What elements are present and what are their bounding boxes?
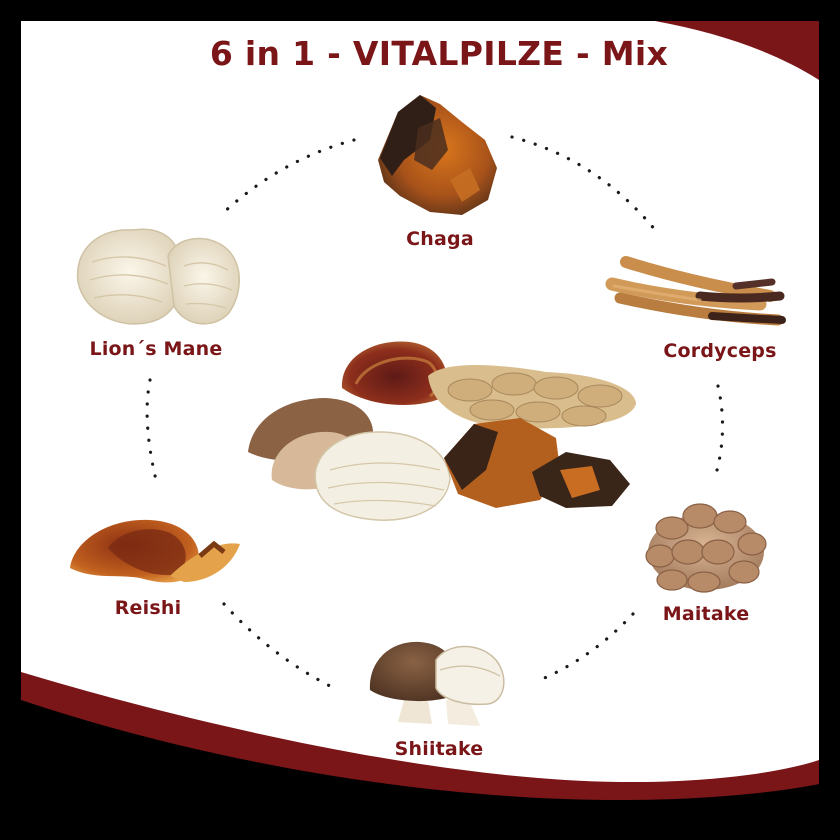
mushroom-label-cordyceps: Cordyceps: [663, 340, 777, 362]
reishi-mushroom-icon: [70, 519, 240, 583]
dotted-ring-segment: [220, 138, 356, 216]
mushroom-mix-icon: [248, 341, 636, 521]
mushroom-label-maitake: Maitake: [662, 603, 750, 625]
mushroom-label-chaga: Chaga: [406, 228, 474, 250]
mushroom-label-reishi: Reishi: [114, 597, 182, 619]
mushroom-label-lions-mane: Lion´s Mane: [89, 338, 223, 360]
chaga-mushroom-icon: [378, 95, 497, 215]
dotted-ring-segment: [510, 135, 662, 238]
bottom-black-band: [21, 700, 819, 819]
maitake-mushroom-icon: [645, 503, 767, 593]
page-title: 6 in 1 - VITALPILZE - Mix: [209, 34, 669, 73]
top-right-accent-band: [655, 21, 819, 80]
mushroom-label-shiitake: Shiitake: [394, 738, 484, 760]
lions-mane-mushroom-icon: [76, 228, 240, 325]
shiitake-mushroom-icon: [369, 641, 505, 726]
dotted-ring-segment: [222, 602, 332, 688]
cordyceps-mushroom-icon: [605, 256, 786, 326]
dotted-ring: [145, 135, 725, 688]
dotted-ring-segment: [533, 612, 635, 684]
